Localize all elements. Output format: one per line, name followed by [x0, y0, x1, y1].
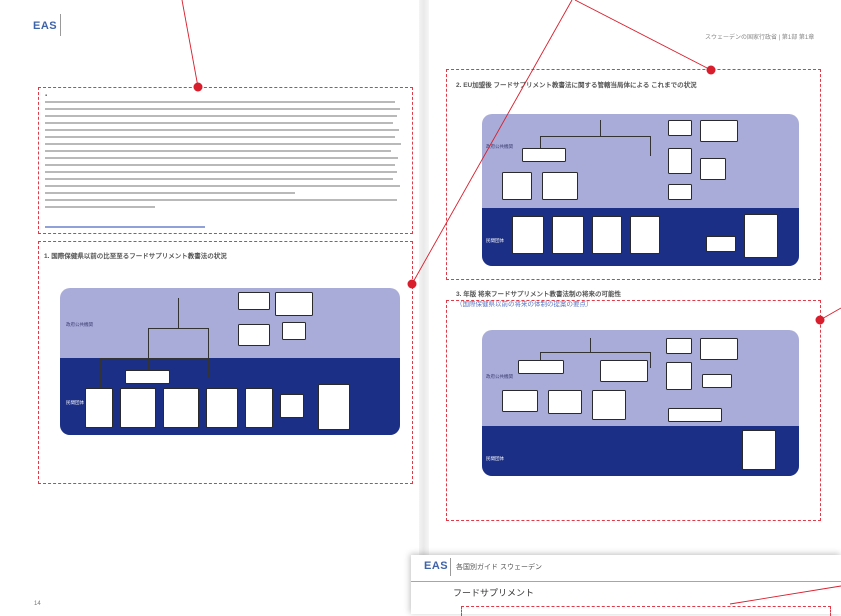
text-block-heading: ▪ [45, 93, 48, 99]
org-node [125, 370, 170, 384]
org-node [120, 388, 156, 428]
text-line [45, 185, 400, 187]
text-line [45, 178, 393, 180]
org-node [282, 322, 306, 340]
org-node [548, 390, 582, 414]
text-line [45, 122, 393, 124]
guide-logo-divider [450, 558, 451, 576]
org-node [666, 362, 692, 390]
guide-subtitle: 各国別ガイド スウェーデン [456, 564, 542, 571]
org-node [668, 120, 692, 136]
org-node [742, 430, 776, 470]
org-node [630, 216, 660, 254]
section3-title: 3. 年版 将来フードサプリメント教書法制の将来の可能性 [456, 291, 622, 298]
guide-preview-page: EAS 各国別ガイド スウェーデン フードサプリメント [411, 555, 841, 616]
annotation-box-guide [461, 606, 831, 616]
annotation-box-text [38, 87, 413, 234]
org-node [592, 390, 626, 420]
org-node [502, 172, 532, 200]
org-node [702, 374, 732, 388]
text-line [45, 171, 397, 173]
section3-subtitle: （国際保健県以前の将来の体制の提案の要点） [456, 301, 593, 308]
org-node [592, 216, 622, 254]
org-node [206, 388, 238, 428]
org-node [600, 360, 648, 382]
org-node [700, 120, 738, 142]
text-line [45, 115, 397, 117]
annotation-box-diagram-2 [446, 69, 821, 280]
text-line [45, 206, 155, 208]
section2-title: 2. EU加盟後 フードサプリメント教書法に関する管轄当局体による これまでの状… [456, 82, 697, 89]
page-gutter [419, 0, 429, 614]
org-node [245, 388, 273, 428]
org-node [512, 216, 544, 254]
guide-title: フードサプリメント [453, 588, 535, 598]
org-node [522, 148, 566, 162]
org-node [700, 158, 726, 180]
eas-logo: EAS [33, 20, 58, 32]
org-node [502, 390, 538, 412]
text-link-line [45, 226, 205, 228]
text-line [45, 192, 295, 194]
org-diagram-3: 政府公共機関 民間団体 [482, 330, 799, 476]
org-node [518, 360, 564, 374]
org-node [700, 338, 738, 360]
band-label-upper: 政府公共機関 [486, 144, 513, 149]
org-diagram-1: 政府公共機関 民間団体 [60, 288, 400, 435]
org-node [744, 214, 778, 258]
band-label-upper: 政府公共機関 [486, 374, 513, 379]
org-node [238, 292, 270, 310]
running-header: スウェーデンの国家行政省 | 第1部 第1章 [705, 35, 815, 41]
text-line [45, 157, 398, 159]
org-node [318, 384, 350, 430]
text-line [45, 101, 395, 103]
org-node [666, 338, 692, 354]
band-label-upper: 政府公共機関 [66, 322, 93, 327]
org-node [668, 408, 722, 422]
org-node [163, 388, 199, 428]
band-label-lower: 民間団体 [66, 400, 84, 405]
org-node [552, 216, 584, 254]
text-line [45, 150, 391, 152]
org-node [542, 172, 578, 200]
annotation-box-diagram-1 [38, 241, 413, 484]
band-label-lower: 民間団体 [486, 456, 504, 461]
text-line [45, 136, 395, 138]
guide-eas-logo: EAS [424, 560, 449, 572]
page-number: 14 [34, 601, 41, 607]
section1-title: 1. 国際保健県以前の比至至るフードサプリメント教書法の状況 [44, 253, 227, 260]
band-label-lower: 民間団体 [486, 238, 504, 243]
text-line [45, 108, 400, 110]
org-node [706, 236, 736, 252]
org-node [238, 324, 270, 346]
logo-divider [60, 14, 61, 36]
org-diagram-2: 政府公共機関 民間団体 [482, 114, 799, 266]
org-node [668, 148, 692, 174]
org-node [85, 388, 113, 428]
text-line [45, 143, 401, 145]
org-node [280, 394, 304, 418]
guide-divider [411, 581, 841, 582]
text-line [45, 164, 395, 166]
text-line [45, 199, 397, 201]
annotation-box-diagram-3 [446, 300, 821, 521]
org-node [668, 184, 692, 200]
text-line [45, 129, 399, 131]
org-node [275, 292, 313, 316]
